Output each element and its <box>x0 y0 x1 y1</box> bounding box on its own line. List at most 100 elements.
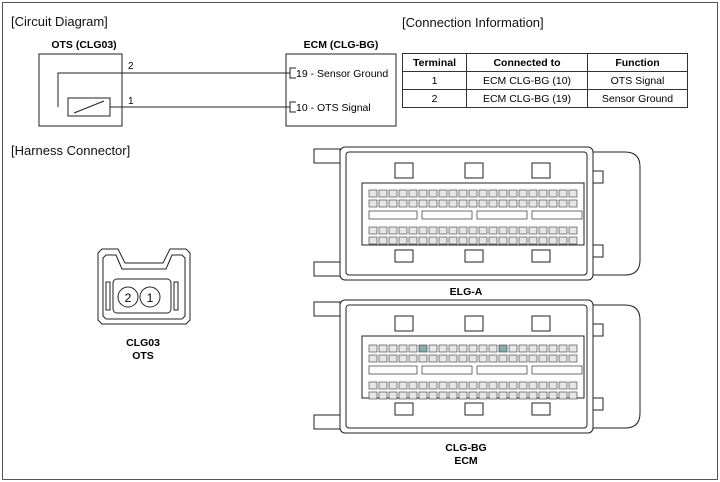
connector-pin <box>568 226 578 235</box>
connector-pin <box>498 381 508 390</box>
connector-pin <box>428 381 438 390</box>
connector-pin <box>498 344 508 353</box>
clgbg-connector-drawing <box>313 299 641 434</box>
connector-pin <box>498 189 508 198</box>
connector-pin <box>468 189 478 198</box>
connector-pin <box>548 381 558 390</box>
connector-pin <box>568 391 578 400</box>
connector-pin <box>398 199 408 208</box>
connector-pin <box>478 189 488 198</box>
connector-pin <box>408 381 418 390</box>
connector-pin <box>398 391 408 400</box>
connector-pin <box>558 226 568 235</box>
connector-pin <box>468 236 478 245</box>
connector-pin <box>568 189 578 198</box>
connector-pin <box>448 226 458 235</box>
connector-pin <box>448 236 458 245</box>
connector-latch-slot <box>421 365 473 375</box>
connector-pin <box>438 199 448 208</box>
ecm-pin10-bracket <box>289 101 296 113</box>
connector-pin <box>378 199 388 208</box>
connector-pin <box>378 189 388 198</box>
connector-pin <box>428 226 438 235</box>
connector-pin <box>498 236 508 245</box>
connector-latch-slot <box>531 365 583 375</box>
connector-pin <box>478 199 488 208</box>
connector-pin <box>538 236 548 245</box>
connector-pin <box>508 344 518 353</box>
connector-pin <box>428 189 438 198</box>
connector-pin <box>518 391 528 400</box>
connector-pin <box>508 354 518 363</box>
connector-pin <box>458 236 468 245</box>
connector-pin <box>538 391 548 400</box>
connector-pin <box>548 236 558 245</box>
connector-pin <box>568 381 578 390</box>
ecm-pin19-bracket <box>289 67 296 79</box>
connector-pin <box>458 391 468 400</box>
connector-pin <box>418 344 428 353</box>
connector-pin <box>368 391 378 400</box>
connector-pin <box>558 391 568 400</box>
ecm-title: ECM (CLG-BG) <box>304 39 379 51</box>
ecm-component-box <box>285 53 397 127</box>
ots-connector-drawing <box>97 248 191 325</box>
ecm-pin10-label: 10 - OTS Signal <box>296 102 371 114</box>
connector-pin <box>508 236 518 245</box>
connector-latch-slot <box>476 365 528 375</box>
connector-pin <box>518 354 528 363</box>
connector-pin <box>508 226 518 235</box>
connector-pin <box>478 344 488 353</box>
connector-pin <box>388 189 398 198</box>
connector-pin <box>468 381 478 390</box>
connector-pin <box>498 226 508 235</box>
connector-pin <box>368 226 378 235</box>
connector-pin <box>408 344 418 353</box>
connector-pin <box>528 391 538 400</box>
connector-pin <box>388 199 398 208</box>
connector-pin <box>558 344 568 353</box>
connector-pin <box>388 344 398 353</box>
connector-pin <box>528 226 538 235</box>
clgbg-pin-grid <box>368 344 583 400</box>
connector-pin <box>548 344 558 353</box>
connector-pin <box>418 391 428 400</box>
header-connected-to: Connected to <box>466 53 588 72</box>
connector-pin <box>438 226 448 235</box>
connector-pin <box>568 236 578 245</box>
connector-pin <box>378 354 388 363</box>
connector-pin <box>418 226 428 235</box>
connector-pin <box>458 354 468 363</box>
connector-pin <box>548 199 558 208</box>
connector-pin <box>418 189 428 198</box>
connector-pin <box>368 189 378 198</box>
elga-connector-name: ELG-A <box>450 286 483 298</box>
row1-connected-to: ECM CLG-BG (10) <box>466 71 588 90</box>
connector-pin <box>468 354 478 363</box>
connector-pin <box>408 226 418 235</box>
ots-pin2-label: 2 <box>125 291 132 305</box>
header-function: Function <box>587 53 688 72</box>
connector-pin <box>428 344 438 353</box>
connector-pin <box>538 381 548 390</box>
connector-pin <box>428 199 438 208</box>
ots-connector-name: CLG03 <box>126 337 160 349</box>
connector-pin <box>518 199 528 208</box>
connector-pin <box>488 344 498 353</box>
connector-pin <box>508 381 518 390</box>
connector-pin <box>438 236 448 245</box>
circuit-diagram-heading: [Circuit Diagram] <box>11 14 108 29</box>
connector-pin <box>448 344 458 353</box>
connector-pin <box>528 199 538 208</box>
connector-pin <box>438 344 448 353</box>
connector-latch-slot <box>368 365 418 375</box>
connector-pin <box>388 391 398 400</box>
connector-pin <box>448 189 458 198</box>
connector-pin <box>528 354 538 363</box>
connector-pin <box>548 354 558 363</box>
connector-pin <box>428 391 438 400</box>
connector-pin <box>388 354 398 363</box>
connector-pin <box>508 199 518 208</box>
connector-pin <box>468 344 478 353</box>
connector-pin <box>528 236 538 245</box>
